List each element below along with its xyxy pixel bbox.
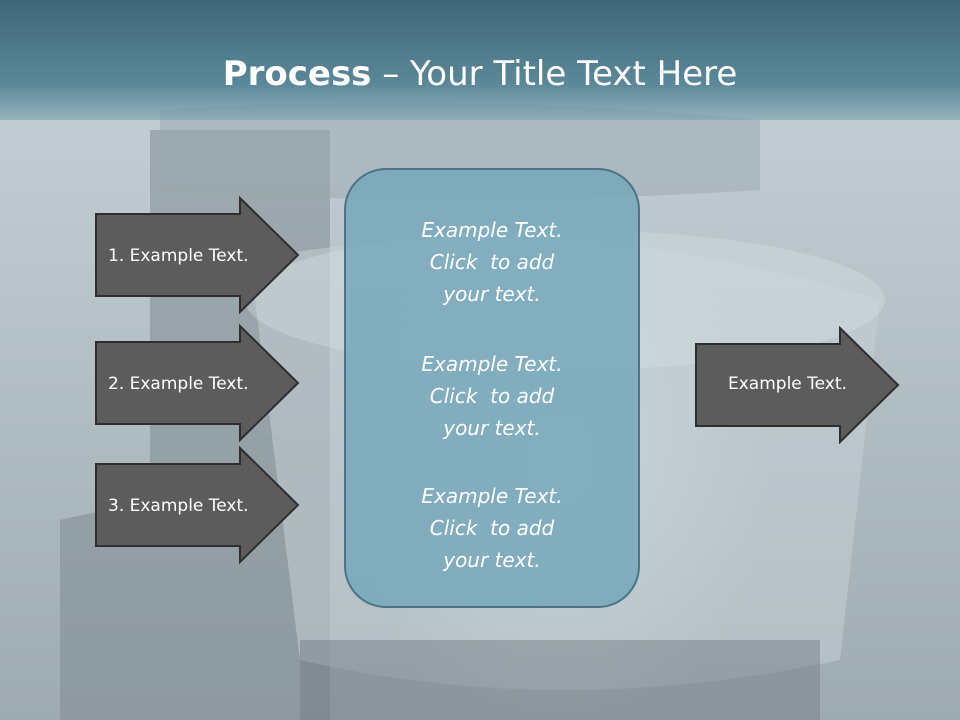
arrow-shape-icon <box>95 196 300 314</box>
right-arrow-label: Example Text. <box>728 374 847 394</box>
left-arrow-2-label: 2. Example Text. <box>108 374 249 394</box>
title-rest: – Your Title Text Here <box>371 54 738 94</box>
slide-title[interactable]: Process – Your Title Text Here <box>0 52 960 96</box>
left-arrow-3-label: 3. Example Text. <box>108 496 249 516</box>
right-arrow[interactable]: Example Text. <box>694 326 900 444</box>
arrow-shape-icon <box>95 446 300 564</box>
center-paragraph-2: Example Text. Click to add your text. <box>421 352 563 440</box>
arrow-shape-icon <box>95 324 300 442</box>
center-text-box[interactable]: Example Text. Click to add your text. Ex… <box>344 168 640 608</box>
center-paragraph-1: Example Text. Click to add your text. <box>421 218 563 306</box>
left-arrow-1-label: 1. Example Text. <box>108 246 249 266</box>
center-paragraph-3: Example Text. Click to add your text. <box>421 484 563 572</box>
title-bar <box>0 0 960 120</box>
left-arrow-3[interactable]: 3. Example Text. <box>94 446 300 564</box>
arrow-shape-icon <box>695 326 900 444</box>
title-bold: Process <box>222 54 372 94</box>
left-arrow-2[interactable]: 2. Example Text. <box>94 324 300 442</box>
left-arrow-1[interactable]: 1. Example Text. <box>94 196 300 314</box>
